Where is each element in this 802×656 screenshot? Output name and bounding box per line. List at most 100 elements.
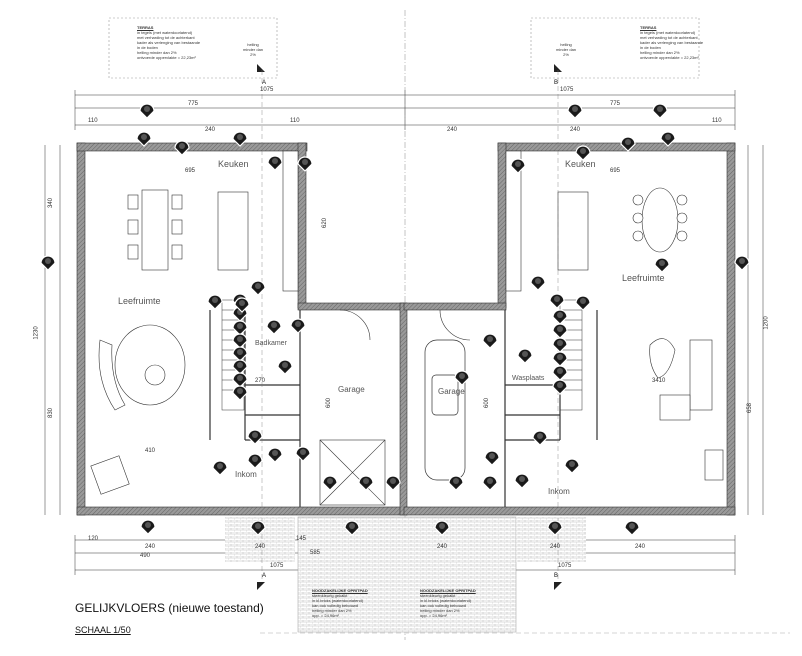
dim-bottom-4: 145 bbox=[296, 536, 307, 542]
room-label-left-living: Leefruimte bbox=[118, 296, 161, 306]
note-line: helling bbox=[247, 42, 259, 47]
annotation-pin bbox=[250, 280, 266, 296]
section-markers bbox=[257, 64, 562, 590]
annotation-pin bbox=[549, 293, 565, 309]
annotation-pin bbox=[660, 131, 676, 147]
dim-interior-410: 410 bbox=[145, 448, 156, 454]
section-label-a-bottom: A bbox=[262, 573, 267, 579]
note-line: NOODZAKELIJKE OPRITPAD bbox=[420, 588, 476, 593]
dim-bottom-overall-right: 1075 bbox=[558, 563, 572, 569]
dim-interior-270: 270 bbox=[255, 378, 266, 384]
annotation-pin bbox=[624, 520, 640, 536]
driveway-note-left: NOODZAKELIJKE OPRITPAD steenkleurig geka… bbox=[312, 588, 368, 618]
living-furniture-left bbox=[90, 324, 186, 495]
room-label-right-entry: Inkom bbox=[548, 487, 570, 496]
right-house-walls bbox=[403, 142, 736, 516]
note-line: helling minder dan 2% bbox=[640, 50, 680, 55]
annotation-pin bbox=[448, 475, 464, 491]
room-label-right-garage: Garage bbox=[438, 387, 465, 396]
annotation-pin bbox=[266, 319, 282, 335]
annotation-pin bbox=[517, 348, 533, 364]
dim-interior-695-right: 695 bbox=[610, 168, 621, 174]
note-line: in kl.bricks (waterdoorlatend) bbox=[312, 598, 364, 603]
annotation-pin bbox=[454, 370, 470, 386]
dim-interior-340: 340 bbox=[48, 197, 55, 209]
dim-bottom-7: 240 bbox=[635, 544, 646, 550]
note-line: in de boden bbox=[137, 45, 158, 50]
annotation-pin bbox=[232, 385, 248, 401]
annotation-pin bbox=[547, 520, 563, 536]
note-line: ontvoerde oppervlakte = 22,23m² bbox=[137, 55, 196, 60]
annotation-pin bbox=[250, 520, 266, 536]
annotation-pin bbox=[139, 103, 155, 119]
note-line: minder dan bbox=[556, 47, 577, 52]
annotation-pin bbox=[234, 297, 250, 313]
side-dimension-lines bbox=[44, 145, 764, 515]
terrace-right bbox=[530, 17, 700, 79]
annotation-pin bbox=[567, 103, 583, 119]
dim-top-right-775: 775 bbox=[610, 101, 621, 107]
dim-top-3: 110 bbox=[290, 118, 300, 124]
annotation-pin bbox=[552, 309, 568, 325]
annotation-pin bbox=[140, 519, 156, 535]
dim-bottom-6: 240 bbox=[550, 544, 561, 550]
note-line: in tegels (met waterdoorlatend) bbox=[137, 30, 193, 35]
dim-interior-3410: 3410 bbox=[652, 378, 666, 384]
annotation-pin bbox=[247, 453, 263, 469]
annotation-pin bbox=[344, 520, 360, 536]
annotation-pin bbox=[530, 275, 546, 291]
annotation-pin bbox=[510, 158, 526, 174]
note-line: opp. = 24,96m² bbox=[420, 613, 448, 618]
living-furniture-right bbox=[649, 338, 724, 481]
dim-top-2: 240 bbox=[205, 127, 216, 133]
dim-bottom-2: 240 bbox=[145, 544, 156, 550]
drawing-scale: SCHAAL 1/50 bbox=[75, 625, 131, 635]
dim-interior-830: 830 bbox=[48, 407, 55, 419]
annotation-pin bbox=[620, 136, 636, 152]
note-line: in de boden bbox=[640, 45, 661, 50]
slope-note-left: helling minder dan 2% bbox=[243, 42, 263, 57]
dim-bottom-1: 120 bbox=[88, 536, 99, 542]
dining-table-right bbox=[632, 187, 688, 253]
interior-partitions bbox=[209, 310, 598, 507]
note-line: 2% bbox=[563, 52, 569, 57]
room-label-left-garage: Garage bbox=[338, 385, 365, 394]
annotation-pin bbox=[575, 145, 591, 161]
annotation-pin bbox=[434, 520, 450, 536]
room-label-left-kitchen: Keuken bbox=[218, 159, 249, 169]
dim-overall-right: 1075 bbox=[560, 87, 574, 93]
dim-interior-600-right: 600 bbox=[484, 397, 491, 409]
note-line: kan ook volledig bebouwd bbox=[312, 603, 359, 608]
annotation-pin bbox=[297, 156, 313, 172]
annotation-pin bbox=[207, 294, 223, 310]
note-line: minder dan bbox=[243, 47, 264, 52]
driveway-note-right: NOODZAKELIJKE OPRITPAD steenkleurig geka… bbox=[420, 588, 476, 618]
dim-overall-left: 1075 bbox=[260, 87, 274, 93]
annotation-pin bbox=[652, 103, 668, 119]
note-line: kan ook volledig bebouwd bbox=[420, 603, 467, 608]
dim-depth-left: 1230 bbox=[33, 326, 40, 340]
annotation-pin bbox=[232, 359, 248, 375]
annotation-pins bbox=[40, 103, 750, 536]
dim-interior-620: 620 bbox=[322, 217, 329, 229]
annotation-pin bbox=[482, 475, 498, 491]
section-label-b-top: B bbox=[554, 80, 559, 86]
note-line: 2% bbox=[250, 52, 256, 57]
note-line: helling minder dan 2% bbox=[420, 608, 460, 613]
room-label-right-living: Leefruimte bbox=[622, 273, 665, 283]
dim-interior-600-left: 600 bbox=[326, 397, 333, 409]
annotation-pin bbox=[552, 379, 568, 395]
annotation-pin bbox=[247, 429, 263, 445]
drawing-title: GELIJKVLOERS (nieuwe toestand) bbox=[75, 601, 264, 615]
note-line: in kl.bricks (waterdoorlatend) bbox=[420, 598, 472, 603]
annotation-pin bbox=[552, 351, 568, 367]
annotation-pin bbox=[212, 460, 228, 476]
slope-note-right: helling minder dan 2% bbox=[556, 42, 576, 57]
annotation-pin bbox=[385, 475, 401, 491]
note-line: TERRAS bbox=[137, 25, 154, 30]
dim-bottom-garage: 585 bbox=[310, 550, 321, 556]
note-line: TERRAS bbox=[640, 25, 657, 30]
annotation-pin bbox=[734, 255, 750, 271]
dim-top-6: 110 bbox=[712, 118, 722, 124]
dim-interior-695-left: 695 bbox=[185, 168, 196, 174]
